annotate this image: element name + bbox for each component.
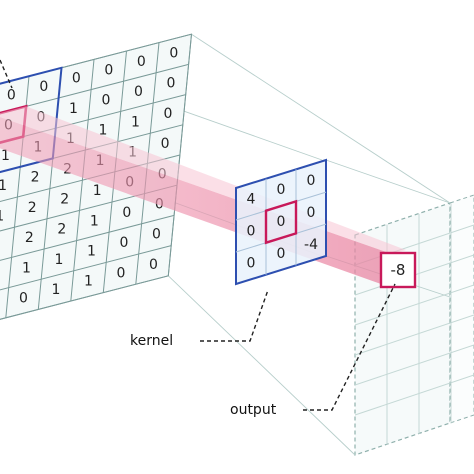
- input-cell-value: 2: [25, 230, 34, 246]
- output-leader-line: [303, 283, 396, 411]
- input-cell-value: 1: [131, 114, 140, 130]
- labels: kernel output: [0, 59, 396, 418]
- input-cell-value: 1: [1, 148, 10, 164]
- input-cell-value: 2: [60, 192, 69, 208]
- input-cell-value: 0: [122, 205, 131, 221]
- kernel-cell-value: 4: [247, 191, 256, 207]
- input-cell-value: 0: [101, 93, 110, 109]
- input-grid-row-line: [0, 214, 175, 261]
- input-cell-value: 0: [72, 71, 81, 87]
- output-grid-row-line: [354, 344, 474, 386]
- input-cell-value: 0: [19, 291, 28, 307]
- output-grid-row-line: [354, 284, 474, 326]
- kernel-center-highlight: [264, 199, 298, 245]
- kernel-cell-value: 0: [277, 182, 286, 198]
- input-cell-value: 1: [0, 178, 7, 194]
- input-cell-value: 0: [164, 106, 173, 122]
- kernel-cell-value: 0: [277, 246, 286, 262]
- output-sheet-right: [449, 194, 474, 424]
- kernel-leader-line: [200, 289, 269, 342]
- output-cell: -8: [379, 251, 417, 289]
- input-cell-value: 1: [0, 208, 4, 224]
- input-cell-value: 0: [149, 257, 158, 273]
- input-cell-value: 0: [7, 88, 16, 104]
- input-grid-row-line: [0, 275, 169, 320]
- input-cell-value: 1: [52, 282, 61, 298]
- kernel-cell-value: 0: [277, 214, 286, 230]
- output-grid-row-line: [354, 374, 474, 416]
- kernel-label: kernel: [130, 333, 173, 349]
- input-cell-value: 0: [104, 62, 113, 78]
- input-cell-value: 0: [152, 227, 161, 243]
- input-cell-value: 0: [161, 136, 170, 152]
- kernel-cell-value: 0: [307, 205, 316, 221]
- kernel-cell-value: 0: [307, 173, 316, 189]
- projection-line: [191, 33, 451, 204]
- input-cell-value: 1: [93, 183, 102, 199]
- input-cell-value: 0: [134, 84, 143, 100]
- kernel-cell-value: 0: [247, 255, 256, 271]
- input-cell-value: 1: [99, 123, 108, 139]
- input-cell-value: 1: [22, 260, 31, 276]
- input-cell-value: 0: [119, 235, 128, 251]
- kernel-cell-value: -4: [304, 237, 318, 253]
- input-cell-value: 0: [39, 79, 48, 95]
- input-cell-value: 2: [28, 200, 37, 216]
- input-cell-value: 2: [31, 170, 40, 186]
- input-cell-value: 1: [69, 101, 78, 117]
- kernel-cell-value: 0: [247, 223, 256, 239]
- input-grid-col-line: [70, 59, 95, 302]
- output-label: output: [230, 402, 277, 418]
- input-grid-row-line: [0, 245, 172, 291]
- input-cell-value: 0: [169, 46, 178, 62]
- input-leader-line: [0, 59, 13, 89]
- input-cell-value: 0: [117, 265, 126, 281]
- input-cell-value: 1: [0, 239, 1, 255]
- input-cell-value: 0: [166, 76, 175, 92]
- output-feature-map: [354, 194, 474, 456]
- kernel-grid: 4 0 0 0 0 0 0 0 -4: [235, 158, 327, 286]
- projection-line: [167, 275, 356, 456]
- output-value: -8: [391, 261, 406, 279]
- output-cell-box: [379, 251, 417, 289]
- input-cell-value: 1: [90, 213, 99, 229]
- input-cell-value: 1: [87, 244, 96, 260]
- input-cell-value: 0: [137, 54, 146, 70]
- output-grid-row-line: [354, 314, 474, 356]
- input-cell-value: 1: [84, 274, 93, 290]
- input-cell-value: 2: [57, 222, 66, 238]
- projection-line: [325, 159, 451, 204]
- input-grid-row-line: [0, 63, 189, 114]
- input-cell-value: 1: [54, 252, 63, 268]
- input-grid-col-line: [167, 34, 192, 276]
